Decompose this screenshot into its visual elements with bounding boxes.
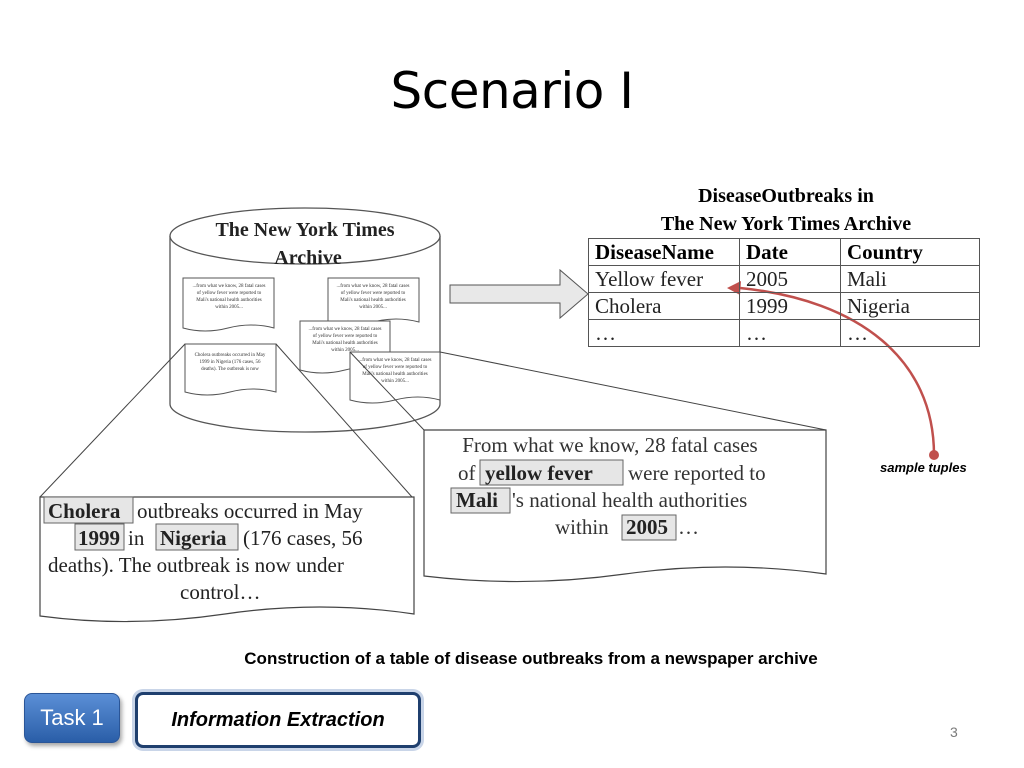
mini-document-yellow-fever: ...from what we know, 28 fatal cases of … [349, 351, 441, 404]
zoom-line [39, 343, 186, 498]
svg-text:1999 in Nigeria (176 cases, 56: 1999 in Nigeria (176 cases, 56 [199, 360, 261, 365]
table-row: … … … [588, 319, 980, 347]
svg-text:in: in [128, 526, 145, 550]
mini-document: ...from what we know, 28 fatal cases of … [327, 277, 420, 326]
svg-text:control…: control… [180, 580, 260, 604]
column-header: DiseaseName [588, 238, 740, 266]
arrow-right-icon [449, 268, 589, 320]
slide-title: Scenario I [390, 62, 635, 120]
column-header: Date [739, 238, 841, 266]
svg-text:of yellow fever were reported: of yellow fever were reported to [313, 334, 378, 339]
entity-date: 1999 [78, 526, 120, 550]
table-cell: Yellow fever [588, 265, 740, 293]
svg-text:of: of [458, 461, 476, 485]
zoomed-document-cholera: Cholera outbreaks occurred in May 1999 i… [39, 496, 415, 623]
svg-text:within 2005...: within 2005... [359, 305, 387, 310]
table-row: Cholera 1999 Nigeria [588, 292, 980, 320]
svg-text:...from what we know, 28 fatal: ...from what we know, 28 fatal cases [337, 284, 410, 289]
svg-text:of yellow fever were reported: of yellow fever were reported to [197, 291, 262, 296]
entity-date: 2005 [626, 515, 668, 539]
task-name-box: Information Extraction [135, 692, 421, 748]
archive-title-line1: The New York Times [215, 219, 394, 241]
highlight-box [155, 523, 239, 551]
zoom-line [439, 351, 827, 431]
entity-disease: Cholera [48, 499, 121, 523]
table-row: Yellow fever 2005 Mali [588, 265, 980, 293]
svg-text:of yellow fever were reported: of yellow fever were reported to [341, 291, 406, 296]
entity-country: Nigeria [160, 526, 227, 550]
svg-text:...from what we know, 28 fatal: ...from what we know, 28 fatal cases [193, 284, 266, 289]
column-header: Country [840, 238, 980, 266]
table-cell: Cholera [588, 292, 740, 320]
highlight-box [43, 496, 134, 524]
svg-text:of yellow fever were reported: of yellow fever were reported to [363, 365, 428, 370]
figure-caption: Construction of a table of disease outbr… [244, 649, 818, 668]
zoom-line [275, 343, 413, 498]
table-cell: … [588, 319, 740, 347]
table-cell: 1999 [739, 292, 841, 320]
zoomed-document-yellow-fever: From what we know, 28 fatal cases of yel… [423, 429, 827, 583]
mini-document: ...from what we know, 28 fatal cases of … [182, 277, 275, 332]
table-title: DiseaseOutbreaks in The New York Times A… [660, 185, 912, 235]
table-cell: Nigeria [840, 292, 980, 320]
svg-text:within 2005...: within 2005... [331, 348, 359, 353]
table-cell: … [840, 319, 980, 347]
svg-text:...from what we know, 28 fatal: ...from what we know, 28 fatal cases [309, 327, 382, 332]
entity-country: Mali [456, 488, 498, 512]
svg-text:Mali's national health authori: Mali's national health authorities [312, 341, 378, 346]
svg-text:deaths). The outbreak is now u: deaths). The outbreak is now under [48, 553, 344, 577]
svg-text:within: within [555, 515, 609, 539]
mini-document-cholera: Cholera outbreaks occurred in May 1999 i… [184, 343, 277, 396]
svg-text:...from what we know, 28 fatal: ...from what we know, 28 fatal cases [359, 358, 432, 363]
svg-text:Cholera outbreaks occurred in: Cholera outbreaks occurred in May [195, 353, 266, 358]
svg-text:(176 cases, 56: (176 cases, 56 [243, 526, 363, 550]
highlight-box [74, 523, 125, 551]
table-cell: … [739, 319, 841, 347]
svg-text:'s national health authorities: 's national health authorities [512, 488, 747, 512]
svg-text:From what we know, 28 fatal ca: From what we know, 28 fatal cases [462, 433, 757, 457]
table-cell: Mali [840, 265, 980, 293]
highlight-box [621, 514, 677, 541]
svg-text:within 2005...: within 2005... [215, 305, 243, 310]
zoom-line [349, 351, 425, 431]
svg-text:were reported to: were reported to [628, 461, 766, 485]
svg-text:Mali's national health authori: Mali's national health authorities [362, 372, 428, 377]
svg-text:Mali's national health authori: Mali's national health authorities [340, 298, 406, 303]
sample-tuples-label: sample tuples [880, 460, 967, 475]
task-button[interactable]: Task 1 [24, 693, 120, 743]
highlight-box [450, 487, 511, 514]
page-number: 3 [950, 724, 958, 740]
svg-text:Mali's national health authori: Mali's national health authorities [196, 298, 262, 303]
table-cell: 2005 [739, 265, 841, 293]
highlight-box [479, 459, 624, 486]
disease-outbreaks-table: DiseaseName Date Country Yellow fever 20… [588, 238, 980, 347]
svg-text:outbreaks occurred in May: outbreaks occurred in May [137, 499, 363, 523]
svg-text:…: … [678, 515, 699, 539]
entity-disease: yellow fever [485, 461, 593, 485]
svg-text:within 2005...: within 2005... [381, 379, 409, 384]
archive-title-line2: Archive [274, 247, 342, 269]
table-header-row: DiseaseName Date Country [588, 238, 980, 266]
svg-text:deaths). The outbreak is now: deaths). The outbreak is now [201, 367, 259, 372]
